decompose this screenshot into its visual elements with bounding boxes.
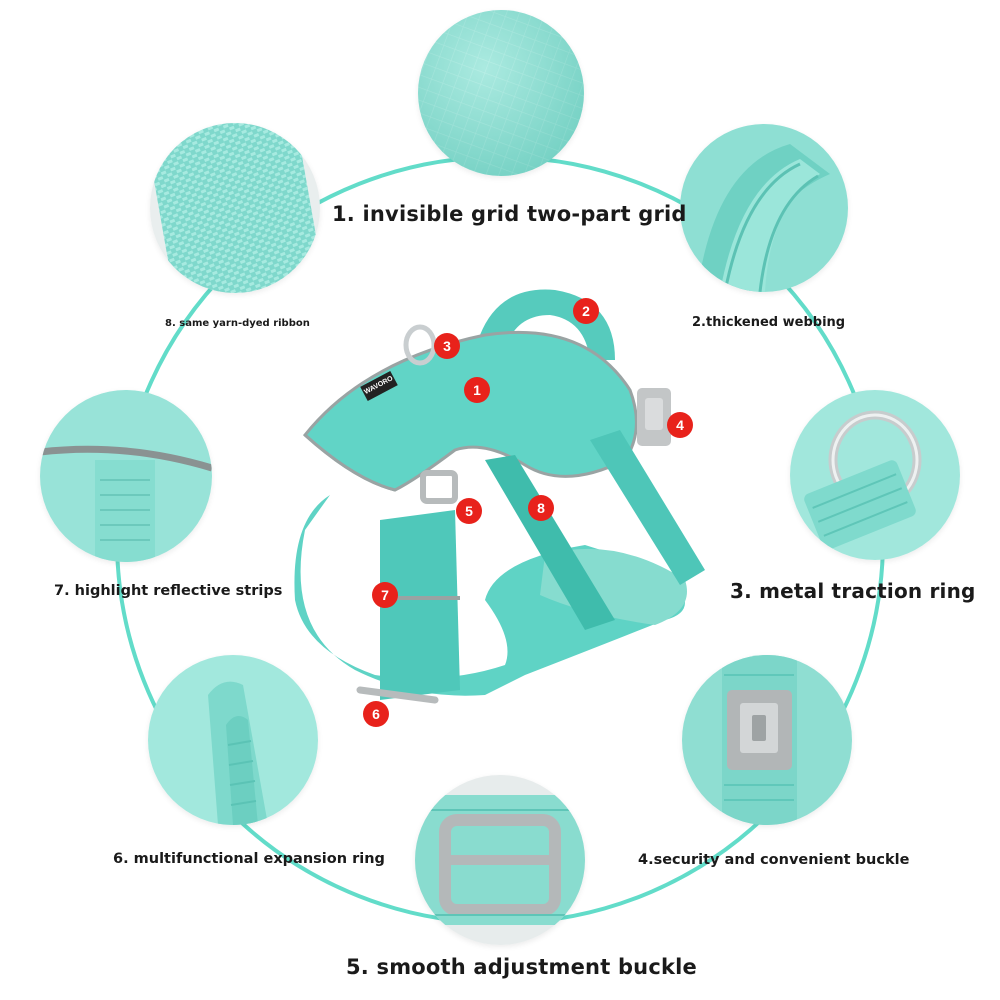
side-release-buckle-image [682,655,852,825]
marker-4: 4 [667,412,693,438]
marker-6: 6 [363,701,389,727]
marker-5: 5 [456,498,482,524]
feature-label-4: 4.security and convenient buckle [638,852,910,868]
feature-label-8: 8. same yarn-dyed ribbon [165,318,310,329]
woven-ribbon-image [150,123,320,293]
metal-d-ring-image [790,390,960,560]
marker-2: 2 [573,298,599,324]
padded-handle-image [680,124,848,292]
reflective-strip-image [40,390,212,562]
ripstop-fabric-image [418,10,584,176]
marker-7: 7 [372,582,398,608]
webbing-loop-image [148,655,318,825]
marker-8: 8 [528,495,554,521]
feature-label-5: 5. smooth adjustment buckle [346,955,697,979]
dog-harness-image [294,289,705,704]
marker-1: 1 [464,377,490,403]
feature-label-2: 2.thickened webbing [692,315,846,330]
marker-3: 3 [434,333,460,359]
feature-label-1: 1. invisible grid two-part grid [332,202,687,226]
feature-label-3: 3. metal traction ring [730,579,976,603]
feature-label-6: 6. multifunctional expansion ring [113,851,385,867]
feature-label-7: 7. highlight reflective strips [54,583,283,599]
slide-adjuster-image [415,775,585,945]
